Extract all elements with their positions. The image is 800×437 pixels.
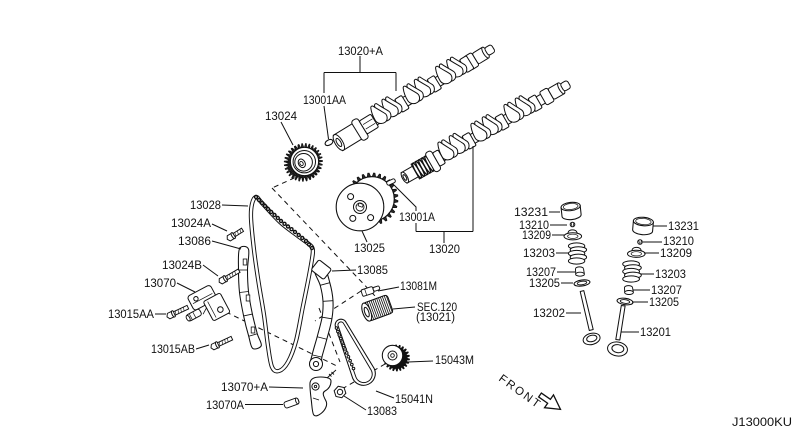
svg-text:13024A: 13024A [171,216,212,230]
svg-text:13203: 13203 [655,267,686,281]
svg-text:13203: 13203 [523,246,555,260]
svg-text:13231: 13231 [668,219,699,233]
svg-text:13070: 13070 [144,276,176,290]
svg-text:(13021): (13021) [416,310,455,324]
svg-text:SEC.120: SEC.120 [417,300,457,314]
svg-text:13081M: 13081M [400,279,437,293]
svg-text:13205: 13205 [649,295,679,309]
svg-text:13024: 13024 [265,109,297,123]
svg-text:13209: 13209 [660,246,692,260]
svg-text:13020: 13020 [429,242,460,256]
svg-text:13086: 13086 [178,234,211,248]
svg-text:13210: 13210 [519,218,549,232]
svg-text:J13000KU: J13000KU [732,415,792,429]
svg-text:15043M: 15043M [435,353,474,367]
svg-text:15041N: 15041N [395,392,433,406]
svg-text:13025: 13025 [354,241,385,255]
svg-text:13015AA: 13015AA [108,307,155,321]
svg-text:13015AB: 13015AB [151,342,195,356]
svg-text:13083: 13083 [367,404,397,418]
svg-text:13024B: 13024B [162,258,202,272]
svg-text:13001AA: 13001AA [303,93,347,107]
svg-text:13201: 13201 [640,325,671,339]
svg-text:13205: 13205 [529,276,560,290]
svg-text:13070+A: 13070+A [221,380,269,394]
svg-text:13020+A: 13020+A [338,44,384,58]
svg-text:13202: 13202 [533,306,565,320]
svg-text:13207: 13207 [526,265,556,279]
svg-text:13085: 13085 [357,263,388,277]
svg-text:13231: 13231 [514,205,548,219]
svg-text:13207: 13207 [651,283,682,297]
svg-text:13209: 13209 [522,228,551,242]
svg-text:13210: 13210 [663,234,694,248]
svg-text:13001A: 13001A [399,210,436,224]
svg-text:13070A: 13070A [206,398,245,412]
svg-text:13028: 13028 [190,198,221,212]
